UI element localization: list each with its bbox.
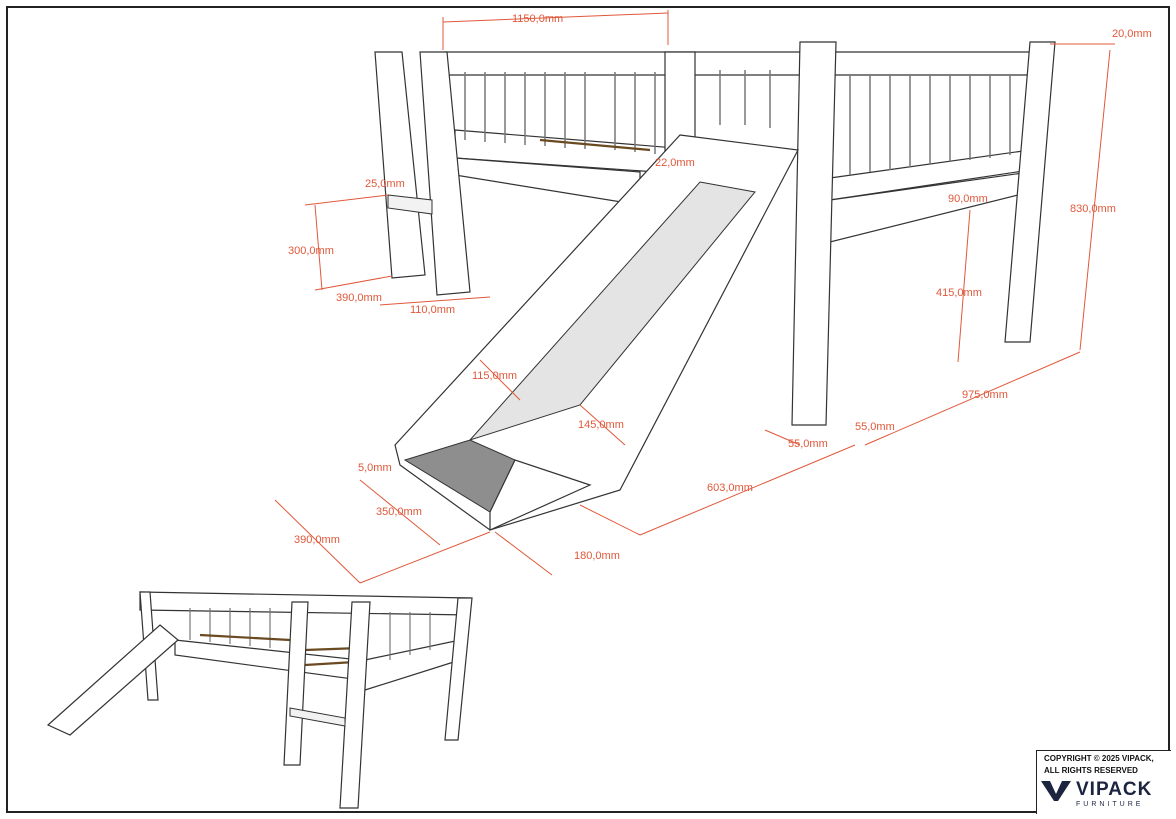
main-bed-view — [374, 41, 1056, 531]
dim-slide-length: 603,0mm — [707, 482, 753, 494]
dim-under-clearance: 415,0mm — [936, 287, 982, 299]
vipack-logo-mark-icon — [1041, 781, 1071, 801]
dim-slide-bottom-thickness: 5,0mm — [358, 462, 392, 474]
dim-post-depth: 55,0mm — [788, 438, 828, 450]
dim-total-height: 830,0mm — [1070, 203, 1116, 215]
dim-step-thickness: 25,0mm — [365, 178, 405, 190]
dim-post-cap: 20,0mm — [1112, 28, 1152, 40]
dim-ladder-post-width: 110,0mm — [410, 304, 455, 316]
dimension-labels: 1150,0mm 20,0mm 830,0mm 22,0mm 90,0mm 41… — [288, 13, 1152, 562]
drawing-frame — [6, 6, 1170, 813]
dim-slide-total-width: 390,0mm — [294, 534, 340, 546]
dim-step-spacing: 300,0mm — [288, 245, 334, 257]
copyright-line1: COPYRIGHT © 2025 VIPACK, — [1044, 754, 1154, 763]
dimension-lines — [274, 10, 1115, 584]
dim-bed-width: 975,0mm — [962, 389, 1008, 401]
dim-slide-side-height: 145,0mm — [578, 419, 624, 431]
perspective-view — [46, 591, 473, 809]
logo-name: VIPACK — [1076, 779, 1153, 800]
dim-post-width: 55,0mm — [855, 421, 895, 433]
copyright-line2: ALL RIGHTS RESERVED — [1044, 766, 1138, 775]
vipack-logo: VIPACK FURNITURE — [1041, 779, 1152, 809]
dim-top-length: 1150,0mm — [512, 13, 563, 25]
dim-slide-inner-width: 115,0mm — [472, 370, 517, 382]
dim-slide-top-offset: 22,0mm — [655, 157, 695, 169]
dim-ladder-depth: 390,0mm — [336, 292, 382, 304]
dim-slide-side-depth: 180,0mm — [574, 550, 620, 562]
copyright-box: COPYRIGHT © 2025 VIPACK, ALL RIGHTS RESE… — [1036, 750, 1171, 814]
dim-rail-height: 90,0mm — [948, 193, 988, 205]
logo-subtitle: FURNITURE — [1076, 801, 1144, 808]
dim-slide-exit-width: 350,0mm — [376, 506, 422, 518]
